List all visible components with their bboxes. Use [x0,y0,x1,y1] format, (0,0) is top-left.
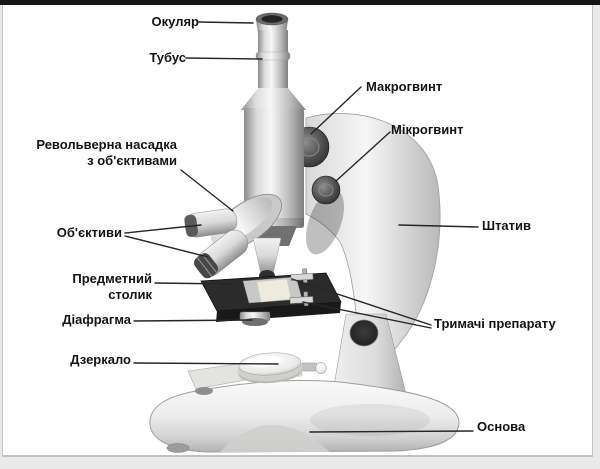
label-stage-line2: столик [108,287,152,302]
leader-osnova [309,430,474,433]
label-eyepiece: Окуляр [152,14,199,30]
label-objectives-text: Об'єктиви [56,225,122,240]
objective-center [252,237,282,275]
base-arch-shadow [220,425,330,452]
fine-knob [311,175,341,205]
leader-trymachi-upper [291,278,432,326]
mirror-pivot-ball [315,362,327,374]
label-nosepiece: Револьверна насадка з об'єктивами [36,137,177,169]
label-mirror: Дзеркало [70,352,131,368]
base-pillar-shadow [310,404,430,436]
label-slide-holders: Тримачі препарату [434,316,556,332]
arm-stand [305,113,441,363]
label-diaphragm: Діафрагма [62,312,131,328]
leader-mikro [335,131,391,182]
diaphragm-underside [242,318,268,326]
leader-revolverna [180,169,234,212]
stage-clip-top [290,268,314,284]
label-stand: Штатив [482,218,531,234]
label-base: Основа [477,419,525,435]
leader-okular [198,21,254,24]
label-diaphragm-text: Діафрагма [62,312,131,327]
label-nosepiece-line1: Револьверна насадка [36,137,177,152]
leader-obiektyvy-lower [124,235,209,258]
leader-obiektyvy-upper [124,224,202,234]
label-fine-knob-text: Мікрогвинт [391,122,464,137]
label-mirror-text: Дзеркало [70,352,131,367]
fine-knob-ring [318,183,334,197]
label-coarse-knob: Макрогвинт [366,79,442,95]
label-tube-text: Тубус [149,50,186,65]
base-foot [166,443,190,453]
objective-diagonal [194,229,249,279]
leader-makro [310,86,362,135]
leader-stolyk [154,282,231,285]
tube-flare [241,88,306,110]
leader-dzerkalo [133,362,279,365]
label-slide-holders-text: Тримачі препарату [434,316,556,331]
leader-trymachi-lower [302,301,432,329]
arm-inner-shadow [305,189,345,255]
leader-lines [124,21,479,433]
mirror-fork-pad [195,387,213,395]
label-base-text: Основа [477,419,526,434]
leader-tubus [185,57,263,60]
slide-specimen [256,278,292,303]
mirror [237,352,303,384]
pillar-hole [349,319,379,347]
label-coarse-knob-text: Макрогвинт [366,79,443,94]
leader-diafrahma [133,319,253,322]
label-stand-text: Штатив [482,218,532,233]
label-stage-line1: Предметний [72,271,152,286]
label-tube: Тубус [149,50,186,66]
label-objectives: Об'єктиви [57,225,122,241]
label-stage: Предметний столик [72,271,152,303]
mirror-pivot-bar [299,362,319,372]
leader-shtatyv [398,224,479,228]
eyepiece-opening [261,15,283,23]
top-frame-bar [0,0,600,5]
tube-collar [255,51,291,61]
label-eyepiece-text: Окуляр [151,14,199,29]
label-fine-knob: Мікрогвинт [391,122,463,138]
label-nosepiece-line2: з об'єктивами [87,153,177,168]
